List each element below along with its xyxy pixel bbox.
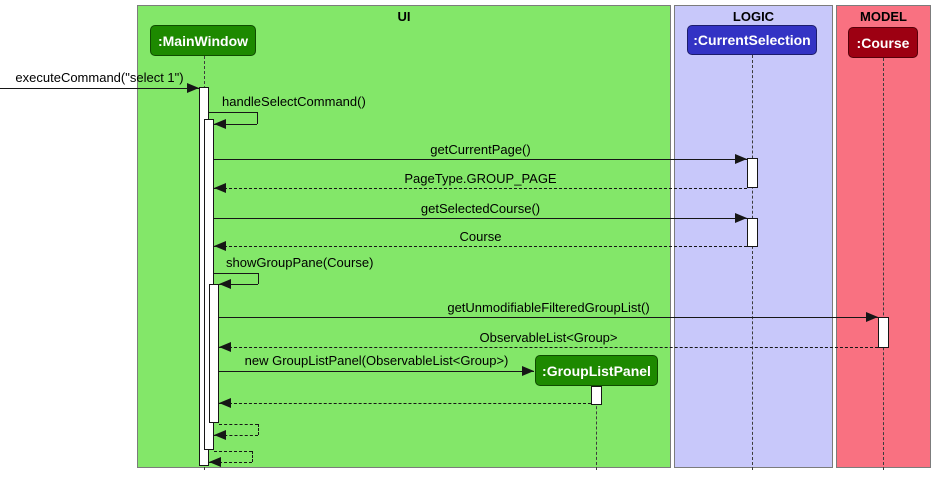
arrowhead-icon bbox=[214, 430, 226, 440]
arrowhead-icon bbox=[735, 154, 747, 164]
arrowhead-icon bbox=[214, 241, 226, 251]
message-line bbox=[209, 112, 257, 113]
message-label: getSelectedCourse() bbox=[420, 201, 541, 216]
message-line bbox=[214, 188, 747, 189]
arrowhead-icon bbox=[219, 342, 231, 352]
participant-course: :Course bbox=[848, 27, 918, 58]
message-line bbox=[209, 462, 252, 463]
frame-ui: UI bbox=[137, 5, 671, 468]
message-label: PageType.GROUP_PAGE bbox=[404, 171, 557, 186]
message-line bbox=[214, 273, 258, 274]
lifeline-grouplistpanel bbox=[596, 386, 597, 470]
frame-model-title: MODEL bbox=[860, 9, 907, 24]
message-label: ObservableList<Group> bbox=[479, 330, 618, 345]
participant-currentselection-label: :CurrentSelection bbox=[693, 32, 811, 48]
participant-course-label: :Course bbox=[856, 34, 910, 51]
arrowhead-icon bbox=[866, 312, 878, 322]
arrowhead-icon bbox=[522, 366, 534, 376]
message-label: new GroupListPanel(ObservableList<Group>… bbox=[244, 353, 509, 368]
message-label: getUnmodifiableFilteredGroupList() bbox=[447, 300, 650, 315]
activation-bar-currentselection bbox=[747, 158, 758, 188]
message-label: showGroupPane(Course) bbox=[226, 255, 374, 270]
message-line bbox=[214, 218, 747, 219]
arrowhead-icon bbox=[735, 213, 747, 223]
lifeline-currentselection bbox=[752, 55, 753, 470]
message-line bbox=[219, 371, 534, 372]
message-line-vertical bbox=[258, 424, 259, 435]
participant-currentselection: :CurrentSelection bbox=[687, 25, 817, 55]
message-line bbox=[0, 88, 199, 89]
message-line bbox=[214, 159, 747, 160]
arrowhead-icon bbox=[214, 183, 226, 193]
participant-grouplistpanel-label: :GroupListPanel bbox=[542, 362, 651, 379]
message-label: Course bbox=[459, 229, 502, 244]
participant-mainwindow: :MainWindow bbox=[150, 25, 256, 56]
message-label: getCurrentPage() bbox=[430, 142, 531, 157]
lifeline-course bbox=[883, 58, 884, 470]
participant-grouplistpanel: :GroupListPanel bbox=[535, 355, 658, 386]
arrowhead-icon bbox=[214, 119, 226, 129]
message-line bbox=[219, 424, 258, 425]
message-line-vertical bbox=[257, 112, 258, 124]
message-line bbox=[214, 246, 747, 247]
arrowhead-icon bbox=[209, 457, 221, 467]
message-line bbox=[219, 347, 878, 348]
activation-bar-currentselection bbox=[747, 218, 758, 247]
message-label: executeCommand("select 1") bbox=[15, 70, 184, 85]
message-line bbox=[214, 451, 252, 452]
message-line bbox=[219, 317, 878, 318]
activation-bar-grouplistpanel bbox=[591, 386, 602, 405]
message-line bbox=[214, 124, 257, 125]
message-label: handleSelectCommand() bbox=[222, 94, 366, 109]
arrowhead-icon bbox=[187, 83, 199, 93]
frame-ui-title: UI bbox=[397, 9, 411, 24]
activation-bar-mainwindow bbox=[209, 284, 219, 423]
arrowhead-icon bbox=[219, 279, 231, 289]
activation-bar-course bbox=[878, 317, 889, 348]
message-line bbox=[219, 284, 258, 285]
message-line-vertical bbox=[258, 273, 259, 284]
message-line bbox=[214, 435, 258, 436]
frame-logic: LOGIC bbox=[674, 5, 833, 468]
message-line bbox=[219, 403, 591, 404]
participant-mainwindow-label: :MainWindow bbox=[157, 32, 249, 49]
frame-logic-title: LOGIC bbox=[732, 9, 775, 24]
message-line-vertical bbox=[252, 451, 253, 462]
arrowhead-icon bbox=[219, 398, 231, 408]
